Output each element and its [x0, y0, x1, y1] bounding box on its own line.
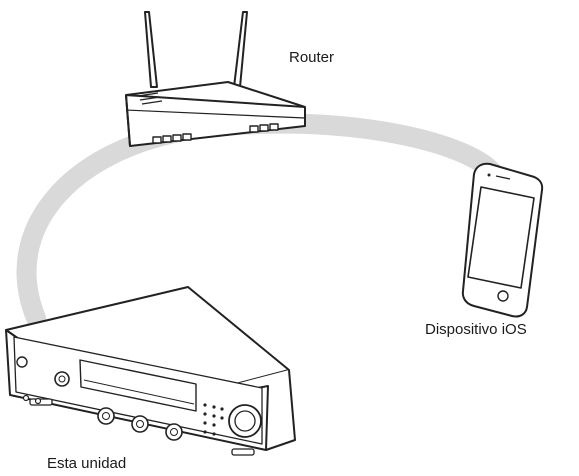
router-icon: [125, 11, 306, 147]
router-label: Router: [289, 49, 335, 66]
av-receiver-icon: [5, 286, 296, 456]
ios-device-label: Dispositivo iOS: [425, 321, 527, 338]
smartphone-icon: [461, 162, 544, 318]
this-unit-label: Esta unidad: [47, 455, 127, 472]
wireless-connection-arc: [16, 113, 505, 328]
